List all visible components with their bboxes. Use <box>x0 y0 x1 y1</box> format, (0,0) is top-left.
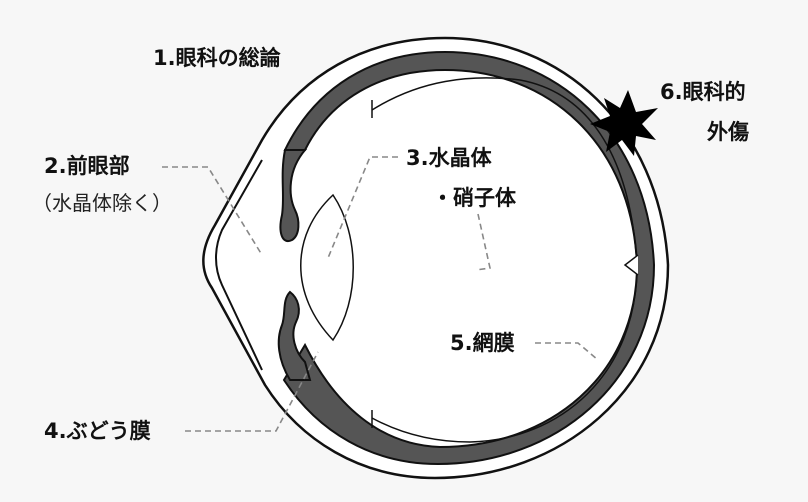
label-anterior: 2.前眼部 <box>44 154 130 178</box>
label-lens: 3.水晶体 <box>406 146 492 170</box>
lens <box>300 193 354 342</box>
label-retina: 5.網膜 <box>450 331 515 355</box>
leader-anterior <box>162 166 263 256</box>
label-uvea: 4.ぶどう膜 <box>44 419 151 443</box>
leader-lens <box>327 156 398 259</box>
leader-retina <box>535 342 599 361</box>
leader-uvea <box>185 351 319 432</box>
label-trauma-line2: 外傷 <box>707 120 749 144</box>
label-vitreous: ・硝子体 <box>432 186 516 210</box>
label-trauma-line1: 6.眼科的 <box>660 80 746 104</box>
label-anterior-note: （水晶体除く） <box>32 191 172 215</box>
label-general: 1.眼科の総論 <box>153 46 281 70</box>
optic-disc-notch <box>623 254 639 276</box>
sclera-outer <box>202 36 670 480</box>
trauma-starburst <box>590 90 658 156</box>
iris-upper <box>279 149 308 243</box>
choroid-band <box>282 50 656 466</box>
leader-vitreous <box>475 213 491 271</box>
iris-lower <box>277 290 312 381</box>
cornea-inner <box>215 159 263 371</box>
